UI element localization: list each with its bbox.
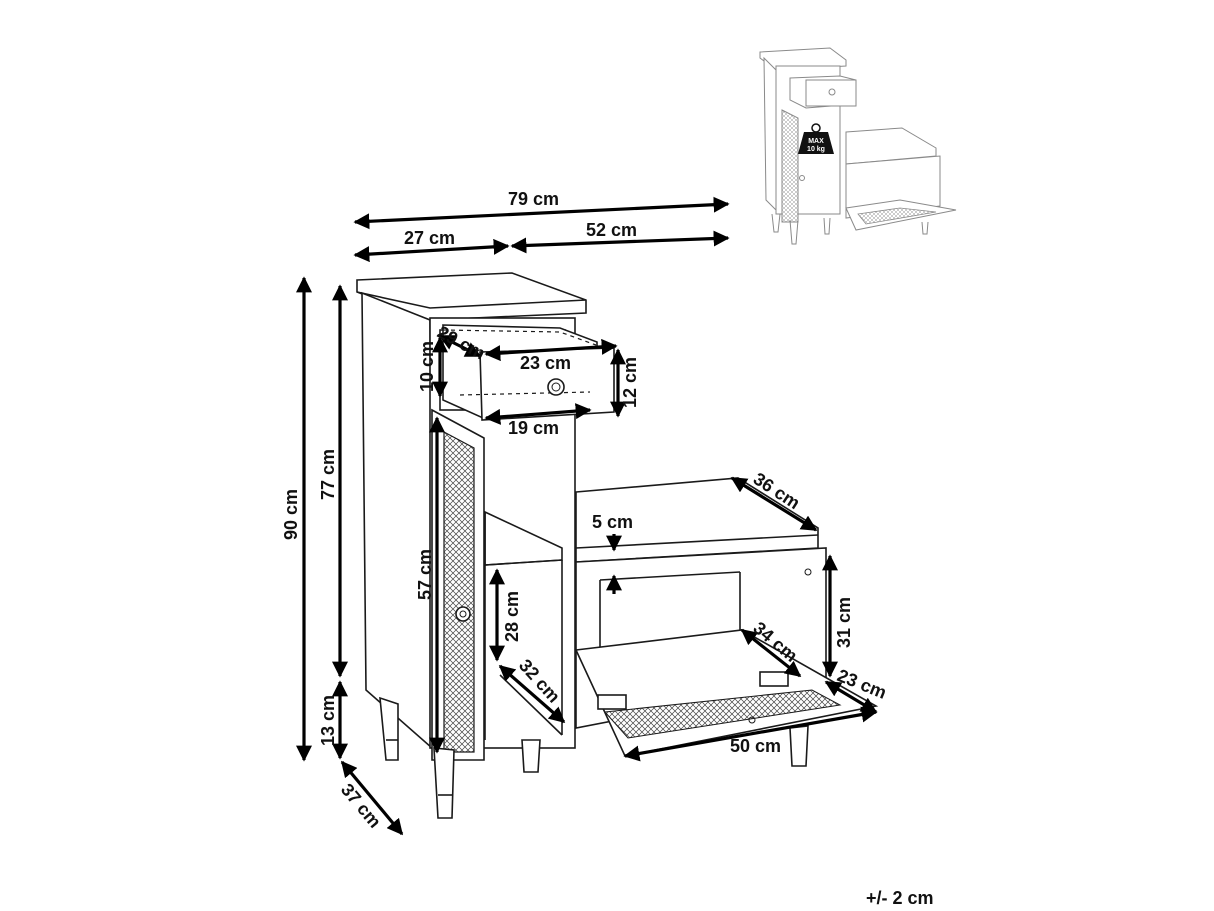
weight-badge: MAX 10 kg <box>798 123 834 154</box>
door-knob <box>455 606 471 622</box>
label-door-height: 57 cm <box>415 549 435 600</box>
label-left-width: 27 cm <box>404 228 455 248</box>
label-cushion-thickness: 5 cm <box>592 512 633 532</box>
drawer-knob <box>547 378 565 396</box>
door-rattan-panel <box>443 431 475 753</box>
max-load-label: MAX <box>808 138 824 145</box>
label-leg-height: 13 cm <box>318 695 338 746</box>
label-body-height: 77 cm <box>318 449 338 500</box>
flap-hinge-right <box>759 671 789 687</box>
label-drawer-bottom-width: 19 cm <box>508 418 559 438</box>
label-drawer-inner-width: 23 cm <box>520 353 571 373</box>
label-drawer-outer-height: 12 cm <box>620 357 640 408</box>
label-flap-width: 50 cm <box>730 736 781 756</box>
label-right-width: 52 cm <box>586 220 637 240</box>
label-compartment-height: 31 cm <box>834 597 854 648</box>
tolerance-note: +/- 2 cm <box>866 888 934 908</box>
thumbnail-view: MAX 10 kg <box>759 47 957 245</box>
label-drawer-inner-height: 10 cm <box>417 341 437 392</box>
max-load-value: 10 kg <box>807 146 825 153</box>
label-shelf-height: 28 cm <box>502 591 522 642</box>
dimension-arrows <box>296 196 878 836</box>
label-total-height: 90 cm <box>281 489 301 540</box>
label-total-width: 79 cm <box>508 189 559 209</box>
weight-icon <box>798 132 834 154</box>
flap-hinge-left <box>597 694 627 710</box>
